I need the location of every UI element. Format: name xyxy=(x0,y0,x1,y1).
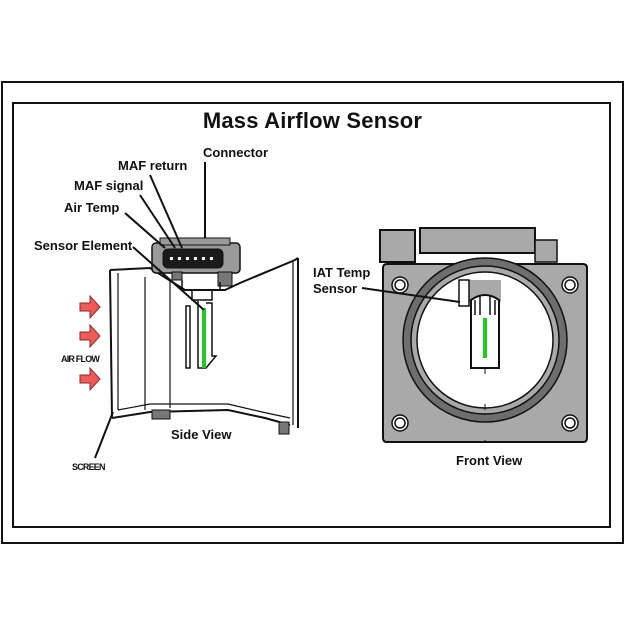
side-view-caption: Side View xyxy=(171,427,232,442)
label-air-temp: Air Temp xyxy=(64,200,120,215)
leader-screen xyxy=(94,411,114,459)
side-top-contour xyxy=(109,257,299,291)
bolt-holes xyxy=(391,276,579,432)
side-leader-lines xyxy=(94,162,206,459)
iat-sensor-body xyxy=(458,279,470,307)
label-maf-return: MAF return xyxy=(118,158,188,173)
side-view-drawing xyxy=(109,257,299,428)
sensor-element-green xyxy=(202,308,206,368)
side-bottom-contour xyxy=(111,408,291,426)
label-iat-line2: Sensor xyxy=(313,281,358,296)
airflow-arrow-1 xyxy=(79,294,101,320)
front-sensor-element-green xyxy=(483,318,487,358)
side-inlet-face xyxy=(109,269,113,419)
diagram-title: Mass Airflow Sensor xyxy=(202,108,423,133)
label-air-flow: AIR FLOW xyxy=(61,354,100,364)
outer-frame xyxy=(1,81,624,544)
label-connector: Connector xyxy=(203,145,268,160)
side-bottom-inner xyxy=(117,403,291,419)
leader-iat-sensor xyxy=(361,287,461,303)
label-maf-signal: MAF signal xyxy=(74,178,144,193)
front-view-drawing xyxy=(361,227,588,443)
inner-frame xyxy=(12,102,611,528)
label-iat-line1: IAT Temp xyxy=(313,265,371,280)
side-outlet-foot xyxy=(278,421,290,435)
airflow-arrows xyxy=(79,294,101,392)
side-connector xyxy=(151,237,241,287)
front-view-caption: Front View xyxy=(456,453,523,468)
leader-maf-signal xyxy=(139,194,176,249)
label-sensor-element: Sensor Element xyxy=(34,238,133,253)
side-sensor-probe xyxy=(181,280,221,369)
label-screen: SCREEN xyxy=(72,462,106,472)
side-bottom-rib xyxy=(151,409,171,420)
leader-sensor-element xyxy=(132,246,205,311)
airflow-arrow-3 xyxy=(79,366,101,392)
leader-air-temp xyxy=(124,212,166,249)
airflow-arrow-2 xyxy=(79,323,101,349)
leader-maf-return xyxy=(149,174,183,249)
